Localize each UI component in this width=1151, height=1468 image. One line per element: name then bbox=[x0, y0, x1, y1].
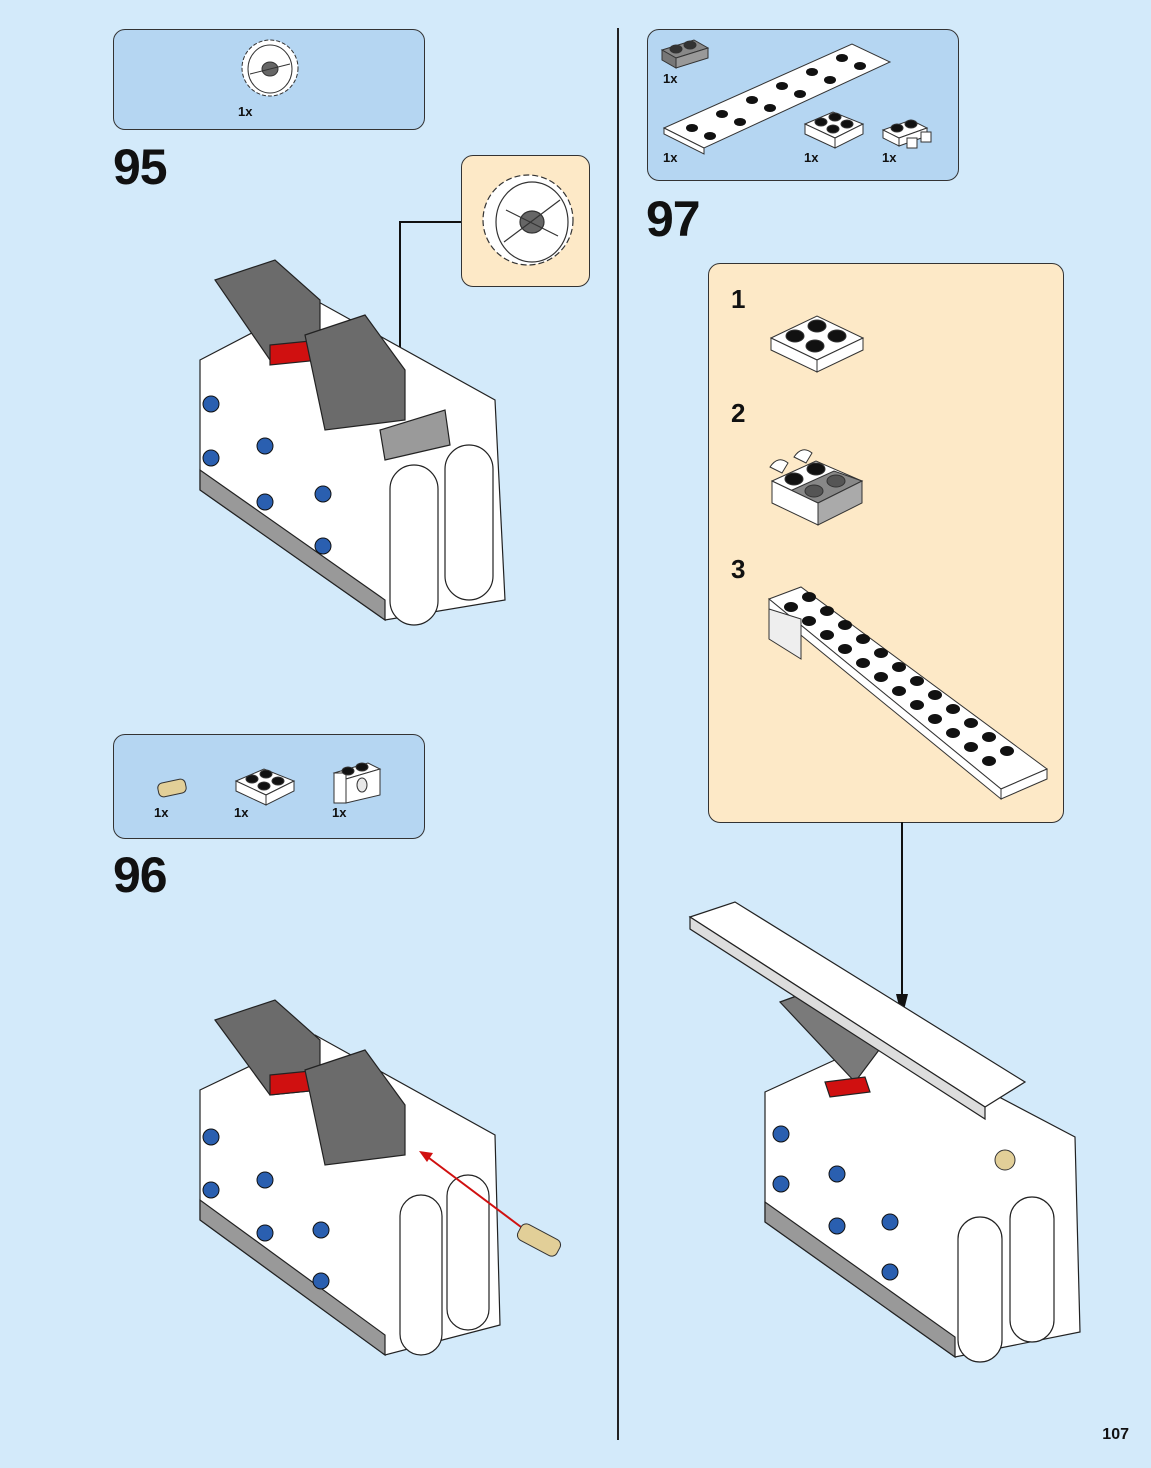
substep-3-assembly-icon bbox=[768, 586, 1048, 801]
plate-1x2-gray-icon bbox=[660, 39, 710, 69]
step-number: 96 bbox=[113, 847, 168, 903]
step-95-parts-panel: 1x bbox=[113, 29, 425, 130]
plate-2x2-icon bbox=[803, 111, 865, 149]
connector-pin-icon bbox=[157, 778, 187, 798]
part-quantity: 1x bbox=[238, 104, 253, 119]
step-95-model bbox=[199, 221, 506, 626]
plate-clips-icon bbox=[881, 119, 932, 149]
gear-icon bbox=[482, 174, 574, 266]
step-number: 97 bbox=[646, 191, 701, 247]
substep-number: 2 bbox=[731, 398, 746, 428]
part-quantity: 1x bbox=[234, 805, 249, 820]
substep-number: 1 bbox=[731, 284, 746, 314]
part-quantity: 1x bbox=[804, 150, 819, 165]
technic-brick-icon bbox=[332, 762, 382, 804]
substep-1-plate-icon bbox=[769, 315, 865, 373]
plate-2x12-icon bbox=[662, 43, 892, 155]
part-quantity: 1x bbox=[663, 71, 678, 86]
part-quantity: 1x bbox=[332, 805, 347, 820]
step-97-model bbox=[688, 822, 1081, 1363]
step-number: 95 bbox=[113, 139, 168, 195]
gear-icon bbox=[241, 39, 299, 97]
substep-number: 3 bbox=[731, 554, 746, 584]
substep-2-assembly-icon bbox=[769, 449, 864, 526]
column-divider bbox=[617, 28, 619, 1440]
plate-2x2-icon bbox=[234, 768, 296, 806]
step-97-subassembly-callout: 1 2 3 bbox=[708, 263, 1064, 823]
step-97-parts-panel: 1x 1x 1x 1x bbox=[647, 29, 959, 181]
step-96-model bbox=[199, 999, 562, 1357]
part-quantity: 1x bbox=[663, 150, 678, 165]
page-number: 107 bbox=[1102, 1426, 1129, 1443]
part-quantity: 1x bbox=[154, 805, 169, 820]
step-95-callout bbox=[461, 155, 590, 287]
step-96-parts-panel: 1x 1x 1x bbox=[113, 734, 425, 839]
part-quantity: 1x bbox=[882, 150, 897, 165]
